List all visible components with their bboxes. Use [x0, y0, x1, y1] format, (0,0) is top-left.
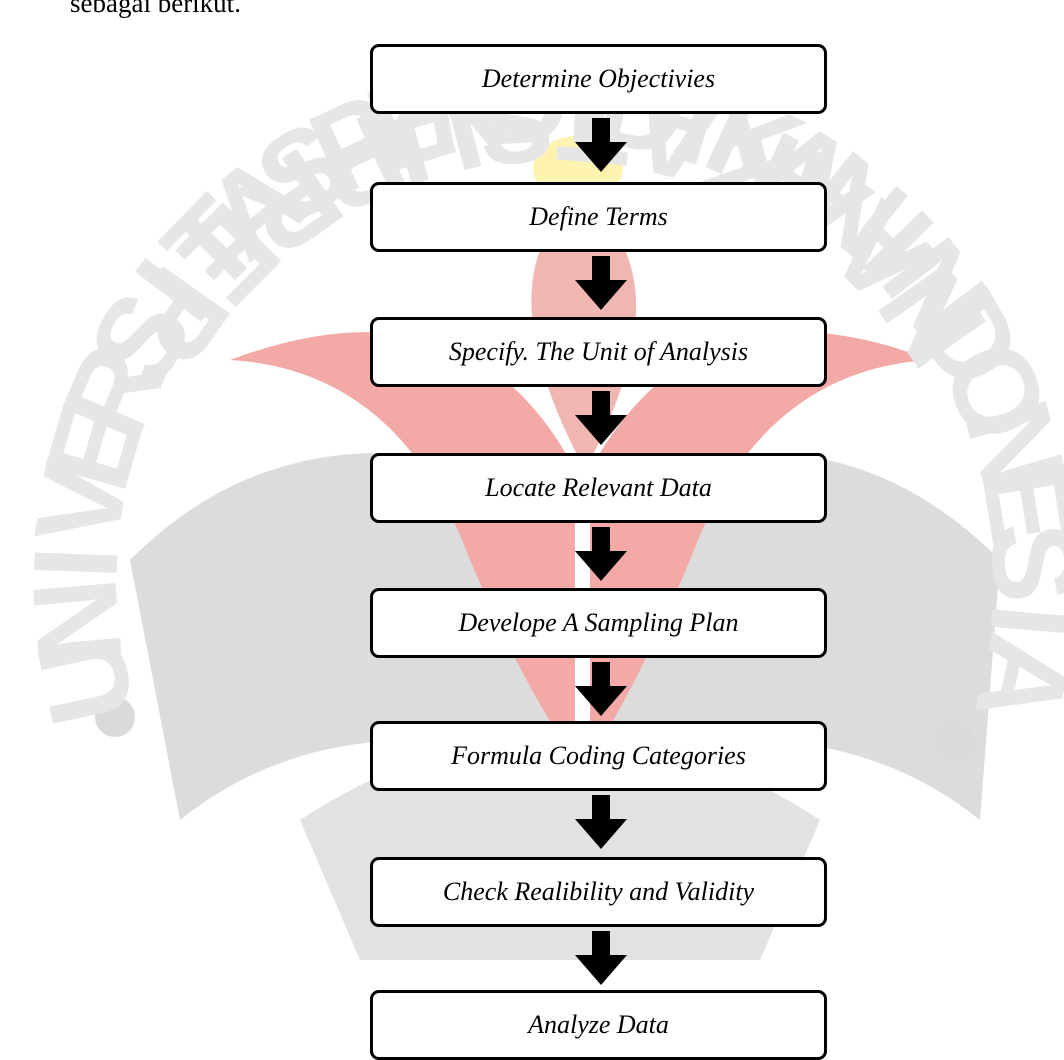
down-arrow-icon: [575, 662, 627, 716]
watermark-letter: N: [7, 572, 148, 670]
down-arrow-icon: [575, 527, 627, 581]
watermark-dot-right: [935, 722, 975, 762]
step-define-terms: Define Terms: [370, 182, 827, 252]
step-specify-the-unit-of-analysis: Specify. The Unit of Analysis: [370, 317, 827, 387]
step-develope-a-sampling-plan: Develope A Sampling Plan: [370, 588, 827, 658]
watermark-letter: S: [966, 520, 1064, 605]
step-label: Check Realibility and Validity: [442, 877, 755, 906]
down-arrow-icon: [575, 256, 627, 310]
down-arrow-icon: [575, 931, 627, 985]
watermark-letter: I: [8, 544, 143, 582]
step-check-realibility-and-validity: Check Realibility and Validity: [370, 857, 827, 927]
step-label: Develope A Sampling Plan: [458, 608, 739, 637]
watermark-red-wing-left: [230, 332, 575, 760]
watermark-dot-left: [95, 697, 135, 737]
down-arrow-icon: [575, 391, 627, 445]
step-label: Formula Coding Categories: [451, 741, 746, 770]
step-label: Define Terms: [529, 202, 668, 231]
step-label: Analyze Data: [528, 1010, 669, 1039]
watermark-red-wing-right: [590, 332, 930, 760]
intro-text: sebagai berikut.: [70, 0, 241, 18]
step-formula-coding-categories: Formula Coding Categories: [370, 721, 827, 791]
step-label: Determine Objectivies: [481, 64, 716, 93]
step-label: Locate Relevant Data: [485, 473, 712, 502]
step-label: Specify. The Unit of Analysis: [448, 337, 749, 366]
step-determine-objectivies: Determine Objectivies: [370, 44, 827, 114]
down-arrow-icon: [575, 118, 627, 172]
step-locate-relevant-data: Locate Relevant Data: [370, 453, 827, 523]
down-arrow-icon: [575, 795, 627, 849]
